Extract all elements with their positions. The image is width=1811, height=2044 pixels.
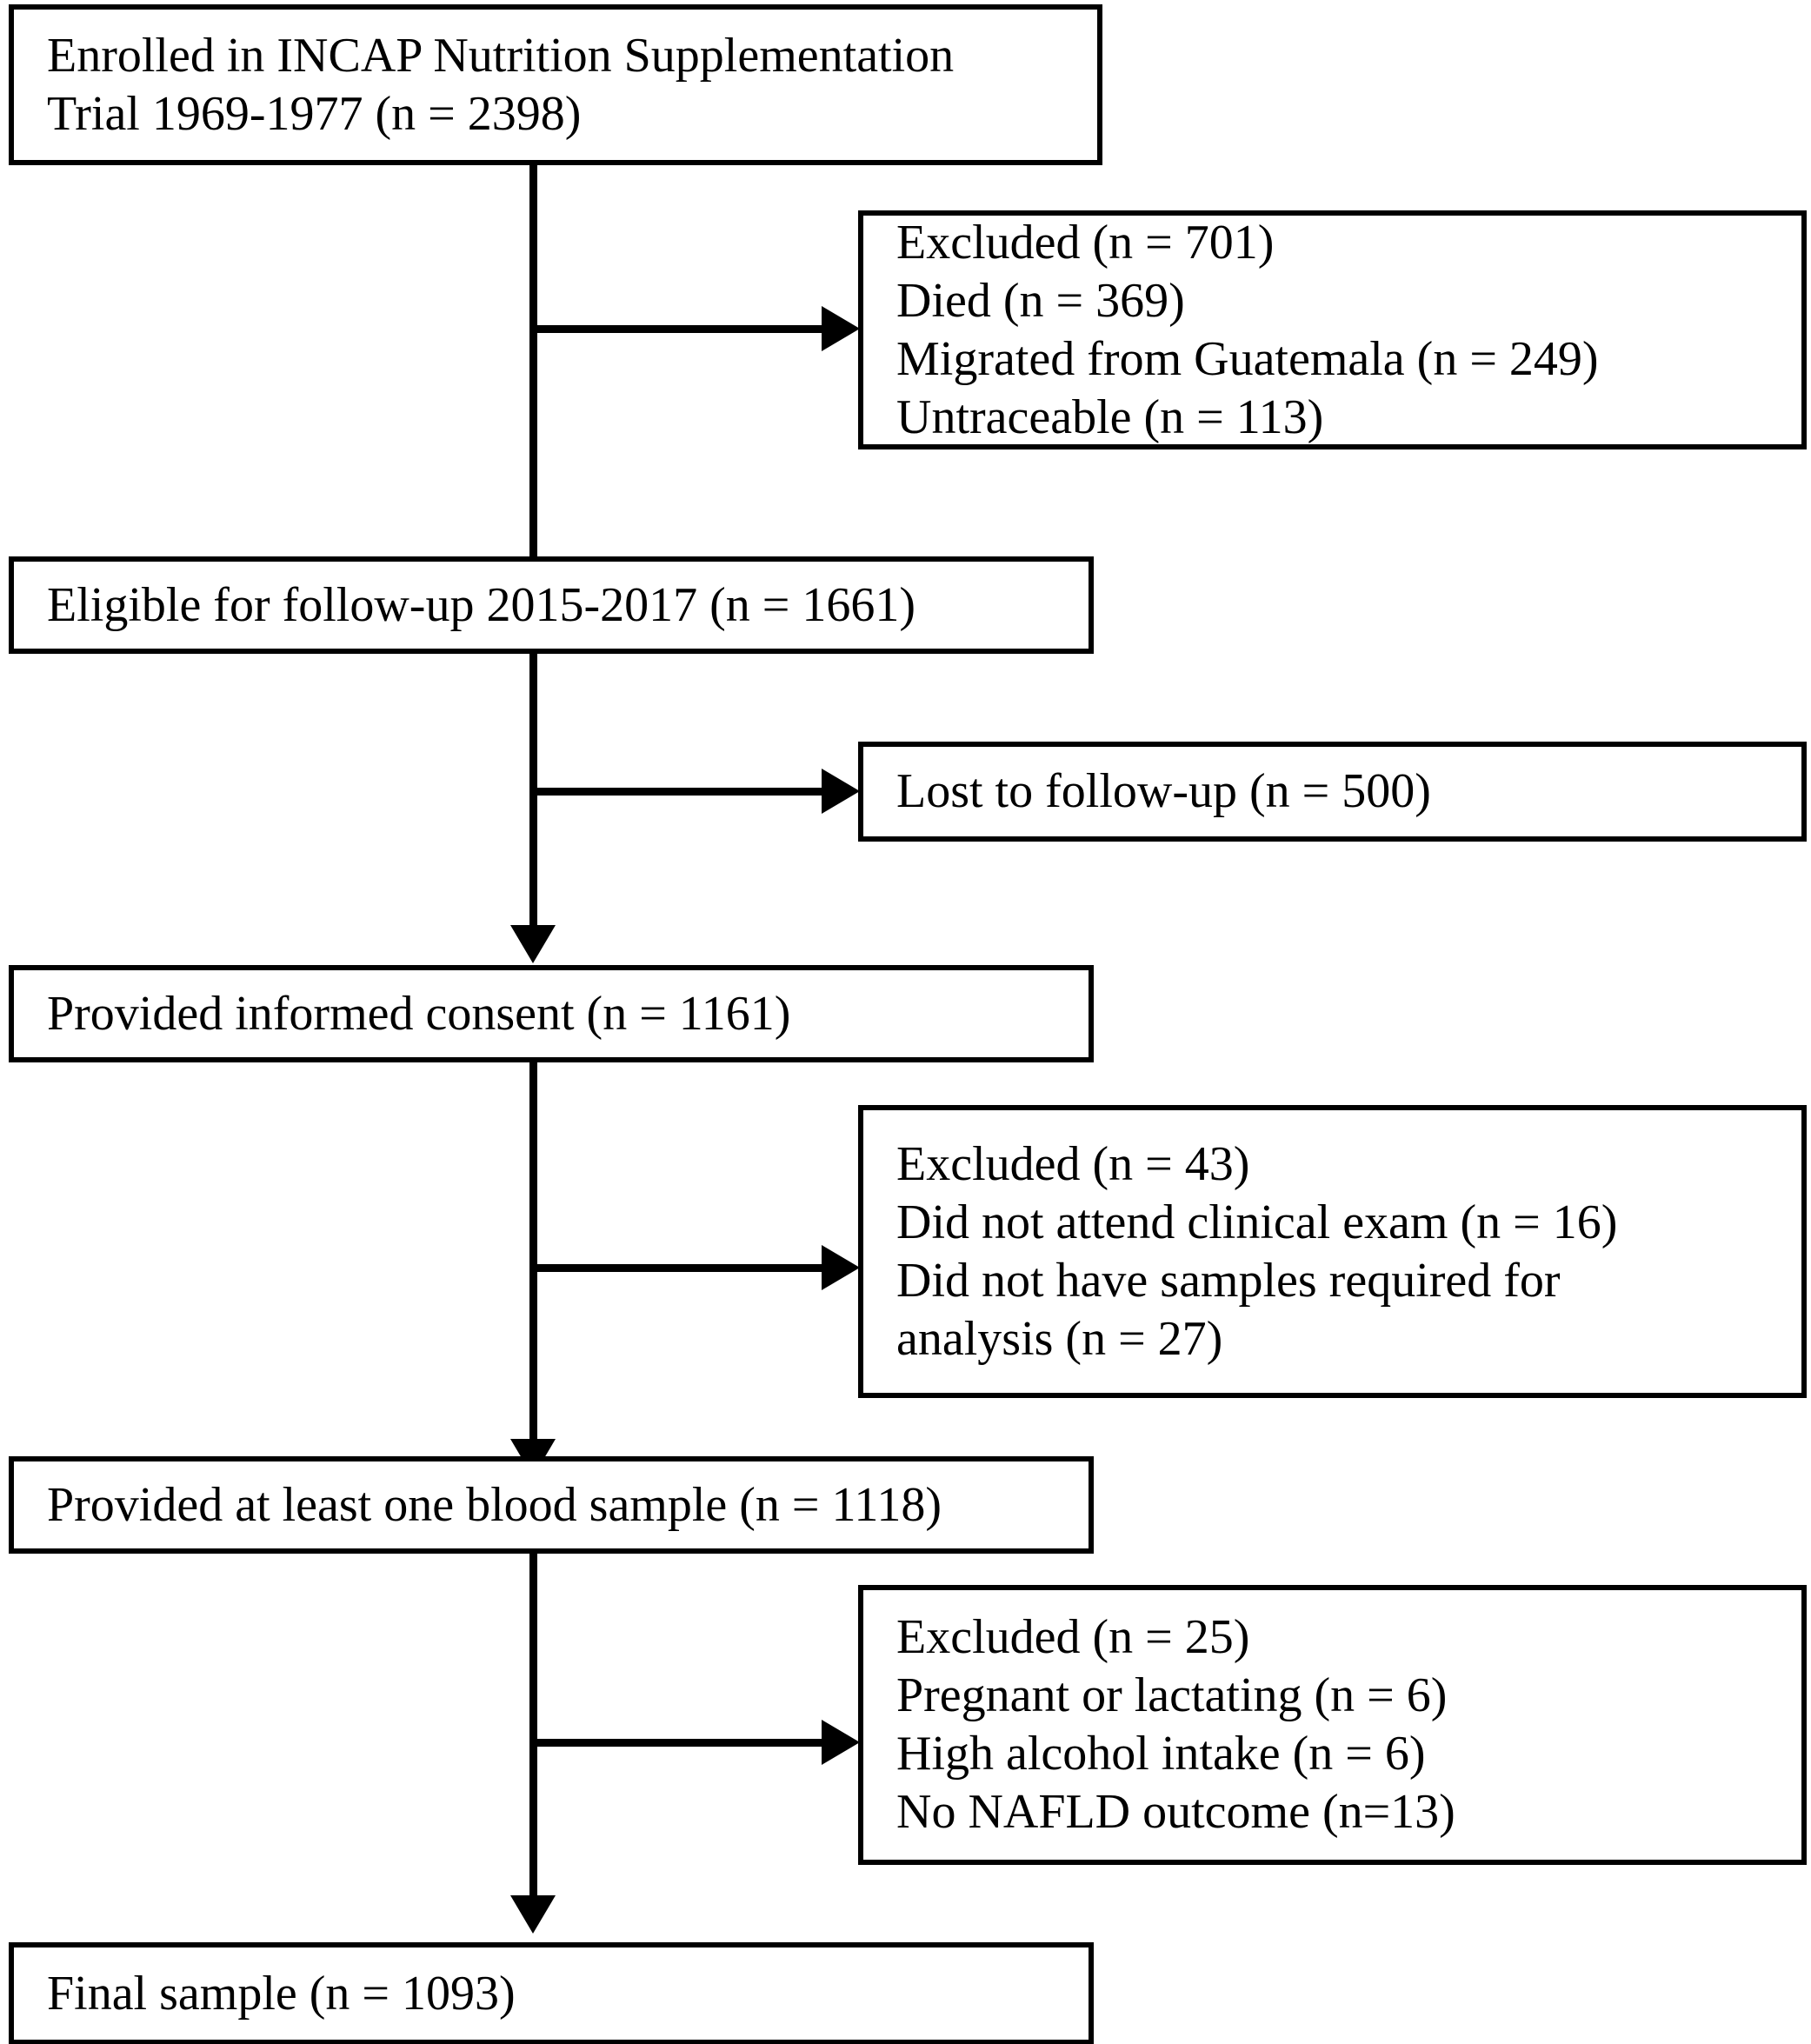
connector-blood-to-excluded3 <box>529 1739 825 1747</box>
node-final-sample: Final sample (n = 1093) <box>9 1942 1094 2044</box>
node-excluded3-item-1: High alcohol intake (n = 6) <box>896 1727 1426 1781</box>
node-enrolled-line1: Enrolled in INCAP Nutrition Supplementat… <box>47 28 955 83</box>
node-enrolled-line2: Trial 1969-1977 (n = 2398) <box>47 86 582 141</box>
node-excluded1: Excluded (n = 701) Died (n = 369) Migrat… <box>858 210 1807 449</box>
node-excluded1-header: Excluded (n = 701) <box>896 215 1275 270</box>
node-blood-line1: Provided at least one blood sample (n = … <box>47 1477 942 1532</box>
connector-blood-to-final <box>529 1554 537 1901</box>
node-excluded2-header: Excluded (n = 43) <box>896 1136 1250 1191</box>
node-eligible-line1: Eligible for follow-up 2015-2017 (n = 16… <box>47 577 915 632</box>
connector-enrolled-to-eligible <box>529 165 537 621</box>
arrowhead-enrolled-to-excluded1 <box>822 306 860 351</box>
node-excluded1-item-1: Migrated from Guatemala (n = 249) <box>896 331 1599 386</box>
arrowhead-eligible-to-lost <box>822 769 860 814</box>
node-consent: Provided informed consent (n = 1161) <box>9 965 1094 1062</box>
connector-enrolled-to-excluded1 <box>529 325 825 333</box>
node-excluded2-continuation: analysis (n = 27) <box>896 1311 1223 1366</box>
node-excluded3-header: Excluded (n = 25) <box>896 1610 1250 1664</box>
connector-consent-to-blood <box>529 1062 537 1454</box>
connector-consent-to-excluded2 <box>529 1264 825 1272</box>
node-excluded1-item-0: Died (n = 369) <box>896 273 1185 328</box>
node-eligible: Eligible for follow-up 2015-2017 (n = 16… <box>9 556 1094 654</box>
node-lost-to-followup: Lost to follow-up (n = 500) <box>858 742 1807 842</box>
connector-eligible-to-lost <box>529 788 825 796</box>
node-lost-line1: Lost to follow-up (n = 500) <box>896 764 1431 818</box>
node-final-line1: Final sample (n = 1093) <box>47 1966 516 2021</box>
node-blood-sample: Provided at least one blood sample (n = … <box>9 1456 1094 1554</box>
node-excluded3: Excluded (n = 25) Pregnant or lactating … <box>858 1585 1807 1865</box>
node-consent-line1: Provided informed consent (n = 1161) <box>47 986 791 1041</box>
arrowhead-eligible-to-consent <box>510 925 556 963</box>
node-excluded3-item-0: Pregnant or lactating (n = 6) <box>896 1668 1448 1722</box>
node-excluded3-item-2: No NAFLD outcome (n=13) <box>896 1785 1455 1839</box>
arrowhead-consent-to-excluded2 <box>822 1245 860 1290</box>
arrowhead-blood-to-excluded3 <box>822 1720 860 1765</box>
node-excluded2-item-1: Did not have samples required for <box>896 1253 1561 1308</box>
node-excluded2-item-0: Did not attend clinical exam (n = 16) <box>896 1195 1618 1249</box>
node-enrolled: Enrolled in INCAP Nutrition Supplementat… <box>9 4 1102 165</box>
node-excluded1-item-2: Untraceable (n = 113) <box>896 389 1324 444</box>
arrowhead-blood-to-final <box>510 1895 556 1934</box>
node-excluded2: Excluded (n = 43) Did not attend clinica… <box>858 1105 1807 1398</box>
